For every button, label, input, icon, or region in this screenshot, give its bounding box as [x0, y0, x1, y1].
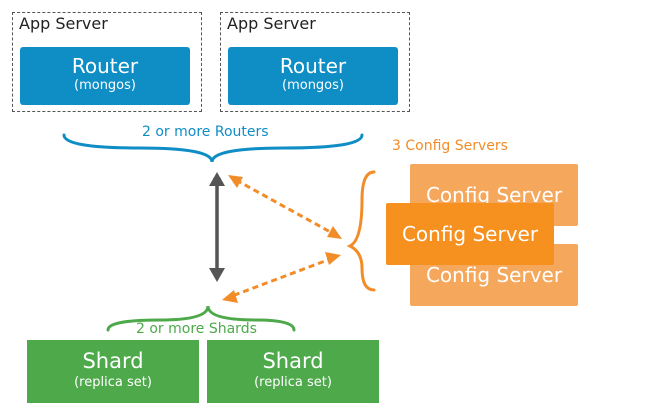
shard-subtitle: (replica set)	[74, 375, 152, 390]
config-server-label: Config Server	[401, 222, 539, 246]
config-brace-icon	[346, 170, 376, 292]
router-box-1[interactable]: Router (mongos)	[20, 47, 190, 105]
config-server-label: Config Server	[425, 263, 563, 287]
shards-brace-icon	[106, 305, 296, 332]
router-subtitle: (mongos)	[74, 78, 136, 93]
arrow-head-icon	[228, 175, 243, 188]
router-config-dashed-arrow-icon	[235, 178, 335, 236]
routers-caption: 2 or more Routers	[142, 124, 269, 140]
router-box-2[interactable]: Router (mongos)	[228, 47, 398, 105]
config-shard-dashed-arrow-icon	[231, 256, 334, 298]
arrow-head-icon	[327, 226, 342, 239]
config-server-front[interactable]: Config Server	[386, 203, 554, 265]
arrow-head-icon	[325, 252, 341, 265]
arrow-head-icon	[222, 290, 238, 303]
shard-subtitle: (replica set)	[254, 375, 332, 390]
app-server-box-2: App Server Router (mongos)	[220, 12, 410, 112]
shard-box-1[interactable]: Shard (replica set)	[27, 340, 199, 403]
app-server-label: App Server	[227, 14, 316, 33]
arrow-head-down-icon	[209, 268, 225, 282]
routers-brace-icon	[62, 133, 364, 163]
app-server-label: App Server	[19, 14, 108, 33]
config-caption: 3 Config Servers	[392, 138, 508, 154]
router-subtitle: (mongos)	[282, 78, 344, 93]
router-title: Router	[71, 54, 139, 78]
router-title: Router	[279, 54, 347, 78]
shards-caption: 2 or more Shards	[136, 321, 257, 337]
shard-box-2[interactable]: Shard (replica set)	[207, 340, 379, 403]
shard-title: Shard	[262, 349, 324, 373]
shard-title: Shard	[82, 349, 144, 373]
app-server-box-1: App Server Router (mongos)	[12, 12, 202, 112]
arrow-head-up-icon	[209, 172, 225, 186]
